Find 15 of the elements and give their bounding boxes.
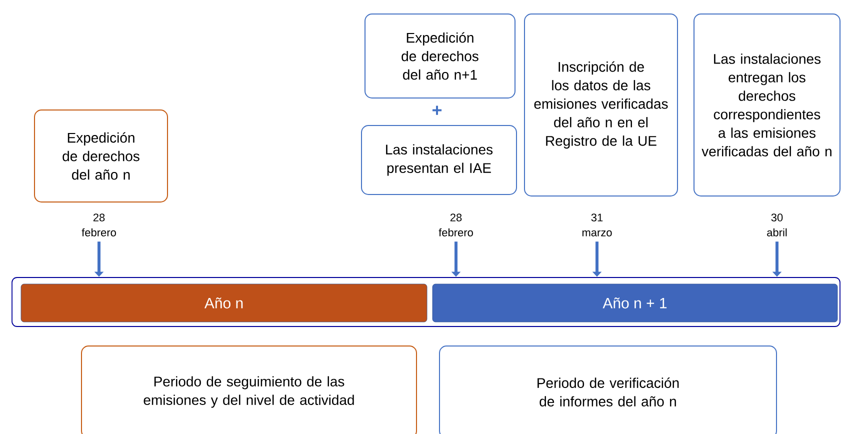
date-label: 28 febrero (438, 214, 473, 236)
text-box: Periodo de seguimiento de las emisiones y del nivel de actividad (81, 346, 417, 434)
plus-sign: + (432, 106, 442, 115)
timeline-frame (12, 277, 840, 327)
text-box: Periodo de verificación de informes del año n (439, 346, 777, 434)
date-label: 31 marzo (582, 214, 612, 236)
text-box: Inscripción de los datos de las emisiones verificadas del año n en el Registro de la UE (524, 14, 678, 196)
year-bar: Año n (20, 284, 428, 322)
date-label: 30 abril (767, 214, 787, 236)
text-box: Las instalaciones presentan el IAE (361, 125, 517, 195)
text-box: Las instalaciones entregan los derechos correspondientes a las emisiones verificadas del año n (694, 14, 840, 196)
date-label: 28 febrero (82, 214, 116, 236)
year-bar: Año n + 1 (432, 284, 838, 322)
text-box: Expedición de derechos del año n (34, 110, 168, 202)
text-box: Expedición de derechos del año n+1 (364, 14, 516, 98)
